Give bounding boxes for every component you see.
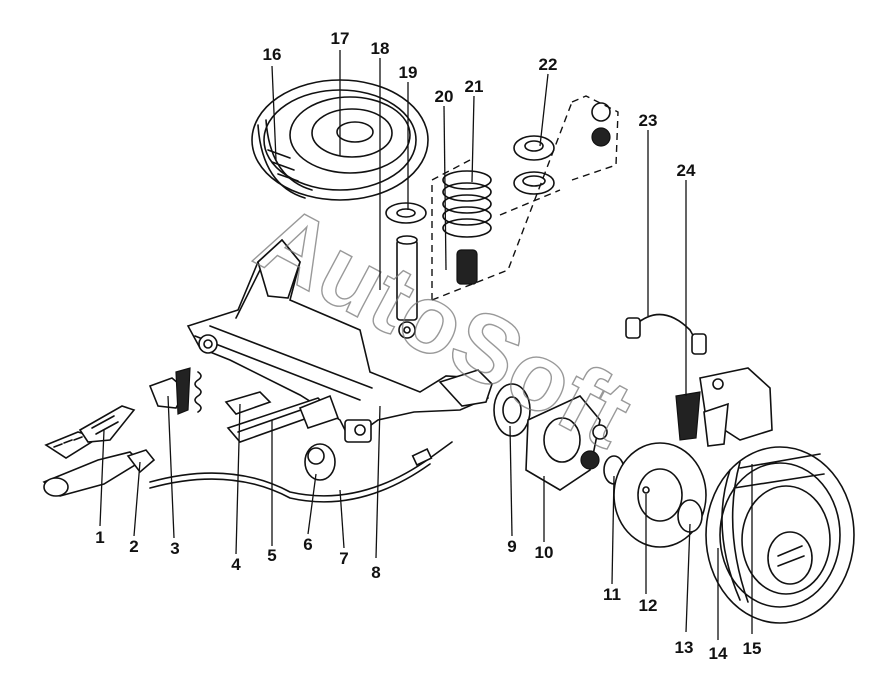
handbrake-bracket <box>148 367 202 415</box>
abs-sensor <box>625 313 707 355</box>
callout-22: 22 <box>539 55 558 74</box>
callout-14: 14 <box>709 644 728 663</box>
brake-disc <box>603 442 707 548</box>
callout-6: 6 <box>303 535 312 554</box>
callout-10: 10 <box>535 543 554 562</box>
callout-1: 1 <box>95 528 104 547</box>
callout-5: 5 <box>267 546 276 565</box>
callout-4: 4 <box>231 555 241 574</box>
callout-20: 20 <box>435 87 454 106</box>
callout-15: 15 <box>743 639 762 658</box>
brake-caliper <box>675 367 773 447</box>
callout-21: 21 <box>465 77 484 96</box>
callout-17: 17 <box>331 29 350 48</box>
rubber-bush <box>304 443 336 481</box>
coil-spring <box>442 170 492 285</box>
callout-8: 8 <box>371 563 380 582</box>
assembly-outline <box>431 95 619 301</box>
handbrake-lever <box>42 405 156 497</box>
callout-7: 7 <box>339 549 348 568</box>
callout-3: 3 <box>170 539 179 558</box>
callout-2: 2 <box>129 537 138 556</box>
road-wheel <box>705 446 855 624</box>
callout-23: 23 <box>639 111 658 130</box>
callout-11: 11 <box>603 585 621 604</box>
callout-12: 12 <box>639 596 658 615</box>
callout-16: 16 <box>263 45 282 64</box>
callout-9: 9 <box>507 537 516 556</box>
leader-lines <box>99 50 753 640</box>
callout-19: 19 <box>399 63 418 82</box>
spring-seats <box>513 102 611 195</box>
handbrake-equaliser <box>224 391 340 443</box>
handbrake-cable <box>149 441 453 503</box>
callout-24: 24 <box>677 161 696 180</box>
callout-18: 18 <box>371 39 390 58</box>
callout-labels: 1 2 3 4 5 6 7 8 9 10 11 12 13 14 15 16 1… <box>95 29 761 663</box>
callout-13: 13 <box>675 638 694 657</box>
hub-carrier <box>493 383 608 491</box>
shock-absorber <box>385 202 427 339</box>
